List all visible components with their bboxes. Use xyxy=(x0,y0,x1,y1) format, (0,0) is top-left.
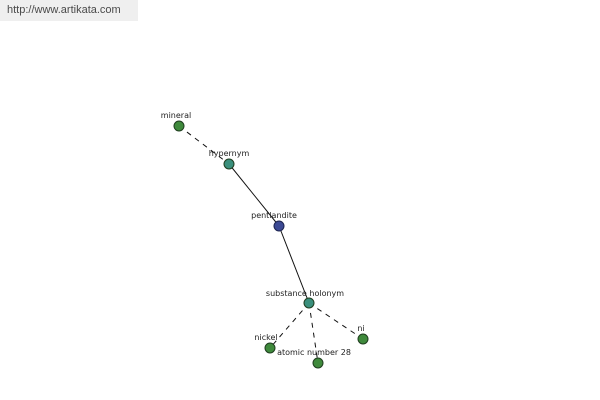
label-ni: ni xyxy=(357,324,364,333)
edge-holonym-ni xyxy=(308,302,364,340)
label-hypernym: hypernym xyxy=(209,149,250,158)
node-mineral[interactable] xyxy=(173,120,185,132)
label-nickel: nickel xyxy=(254,333,277,342)
site-url[interactable]: http://www.artikata.com xyxy=(0,0,138,21)
edge-hypernym-pentlandite xyxy=(228,163,280,227)
label-substance-holonym: substance holonym xyxy=(266,289,344,298)
edge-mineral-hypernym xyxy=(178,125,230,165)
label-pentlandite: pentlandite xyxy=(251,211,297,220)
edge-holonym-atomic-number-28 xyxy=(308,302,319,364)
label-atomic-number-28: atomic number 28 xyxy=(277,348,351,357)
label-mineral: mineral xyxy=(161,111,191,120)
node-pentlandite[interactable] xyxy=(273,220,285,232)
node-nickel[interactable] xyxy=(264,342,276,354)
node-atomic-number-28[interactable] xyxy=(312,357,324,369)
node-hypernym[interactable] xyxy=(223,158,235,170)
node-substance-holonym[interactable] xyxy=(303,297,315,309)
node-ni[interactable] xyxy=(357,333,369,345)
edge-pentlandite-substance-holonym xyxy=(278,225,310,304)
